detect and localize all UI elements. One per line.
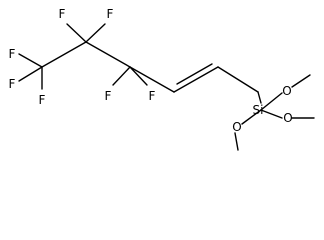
bond-c2-c1 [217, 66, 259, 93]
atom-f1: F [9, 47, 16, 61]
bond-o1-me [291, 74, 311, 88]
bond-c4-f6 [112, 66, 131, 86]
atom-o1: O [282, 84, 291, 98]
atom-si: Si [253, 103, 264, 117]
bond-si-o2 [260, 109, 283, 119]
atom-labels: F F F F F F F Si O O O [9, 7, 293, 134]
bond-c3-c2-second [176, 63, 213, 85]
atom-f7: F [149, 89, 156, 103]
bond-c5-c4 [85, 41, 131, 68]
bond-c1-si [257, 91, 262, 104]
atom-f5: F [107, 7, 114, 21]
bond-o3-me [234, 132, 239, 151]
atom-f4: F [59, 7, 66, 21]
bond-c6-c5 [41, 41, 87, 68]
bond-c6-f1 [18, 53, 43, 68]
bond-c4-f7 [129, 66, 148, 86]
bond-c3-c2 [173, 66, 219, 93]
atom-f2: F [9, 77, 16, 91]
bond-c5-f4 [66, 23, 87, 43]
bond-si-o1 [260, 92, 283, 111]
atom-o2: O [283, 111, 292, 125]
bond-c6-f2 [18, 66, 43, 82]
molecule-structure: F F F F F F F Si O O O [9, 7, 315, 151]
bond-lines [18, 23, 315, 151]
bond-c4-c3 [129, 66, 175, 93]
atom-o3: O [232, 120, 241, 134]
atom-f6: F [105, 89, 112, 103]
bond-si-o3 [241, 109, 262, 125]
bond-c5-f5 [85, 23, 106, 43]
atom-f3: F [39, 93, 46, 107]
